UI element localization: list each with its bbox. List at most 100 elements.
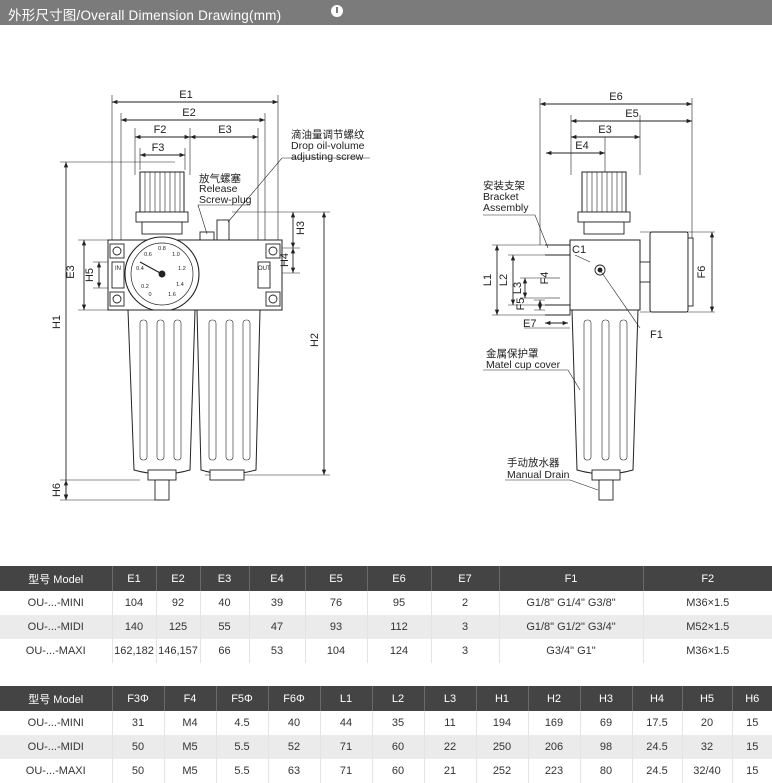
table-cell: 98 bbox=[579, 735, 632, 759]
table-cell: 31 bbox=[111, 711, 164, 735]
section-title: 外形尺寸图/Overall Dimension Drawing(mm) bbox=[8, 8, 282, 23]
table-cell: M5 bbox=[163, 759, 216, 783]
table-cell: 169 bbox=[527, 711, 580, 735]
release-label-cn: 放气螺塞 bbox=[199, 172, 241, 185]
column-header: L3 bbox=[423, 686, 476, 711]
column-header: 型号 Model bbox=[0, 686, 112, 711]
column-header: H6 bbox=[731, 686, 772, 711]
column-header: 型号 Model bbox=[0, 566, 112, 591]
table-row: OU-...-MAXI 50 M5 5.5 63 71 60 21 252 22… bbox=[0, 759, 772, 783]
release-label-en2: Screw-plug bbox=[199, 194, 252, 206]
cup-cover-label-en: Matel cup cover bbox=[486, 359, 561, 371]
info-icon bbox=[331, 5, 343, 17]
dim-L2: L2 bbox=[498, 274, 510, 286]
table-cell: 60 bbox=[371, 735, 424, 759]
table-cell: 39 bbox=[248, 591, 305, 615]
table-cell: 223 bbox=[527, 759, 580, 783]
table-header-row: 型号 Model F3Φ F4 F5Φ F6Φ L1 L2 L3 H1 H2 H… bbox=[0, 686, 772, 711]
table-cell: 4.5 bbox=[215, 711, 268, 735]
table-cell: 112 bbox=[366, 615, 431, 639]
table-cell: 21 bbox=[423, 759, 476, 783]
dim-F5: F5 bbox=[515, 298, 527, 311]
dim-H4: H4 bbox=[279, 253, 291, 267]
table-cell: 44 bbox=[319, 711, 372, 735]
section-header: 外形尺寸图/Overall Dimension Drawing(mm) bbox=[0, 0, 772, 25]
table-cell: 63 bbox=[267, 759, 320, 783]
table-row: OU-...-MINI 104 92 40 39 76 95 2 G1/8" G… bbox=[0, 591, 772, 615]
drain-label-en: Manual Drain bbox=[507, 469, 570, 481]
column-header: E7 bbox=[430, 566, 499, 591]
table-cell: 125 bbox=[155, 615, 200, 639]
table-cell: 22 bbox=[423, 735, 476, 759]
table-row: OU-...-MIDI 140 125 55 47 93 112 3 G1/8"… bbox=[0, 615, 772, 639]
table-cell: OU-...-MAXI bbox=[0, 639, 112, 663]
table-cell: 40 bbox=[199, 591, 249, 615]
column-header: E6 bbox=[366, 566, 431, 591]
table-cell: 50 bbox=[111, 759, 164, 783]
table-cell: 52 bbox=[267, 735, 320, 759]
dimension-drawing: E1 E2 F2 F3 E3 H3 H4 H5 E3 H1 H2 H6 滴油量调… bbox=[51, 89, 715, 501]
table-cell: 5.5 bbox=[215, 759, 268, 783]
table-cell: 47 bbox=[248, 615, 305, 639]
dim-E1: E1 bbox=[179, 89, 192, 101]
table-cell: 3 bbox=[430, 639, 499, 663]
table-cell: M5 bbox=[163, 735, 216, 759]
bracket-label-en1: Bracket bbox=[483, 191, 519, 203]
table-cell: 35 bbox=[371, 711, 424, 735]
port-out-label: OUT bbox=[258, 266, 271, 272]
gauge-tick: 0.8 bbox=[158, 246, 166, 252]
table-cell: 162,182 bbox=[111, 639, 156, 663]
table-cell: OU-...-MIDI bbox=[0, 735, 112, 759]
gauge-tick: 1.4 bbox=[176, 282, 184, 288]
table-cell: 17.5 bbox=[631, 711, 682, 735]
table-cell: OU-...-MIDI bbox=[0, 615, 112, 639]
table-row: OU-...-MINI 31 M4 4.5 40 44 35 11 194 16… bbox=[0, 711, 772, 735]
table-cell: 140 bbox=[111, 615, 156, 639]
dim-F3: F3 bbox=[152, 142, 165, 154]
dimension-table-2: 型号 Model F3Φ F4 F5Φ F6Φ L1 L2 L3 H1 H2 H… bbox=[0, 686, 772, 783]
table-cell: 15 bbox=[731, 735, 772, 759]
dim-E4: E4 bbox=[575, 140, 588, 152]
column-header: E5 bbox=[304, 566, 367, 591]
dim-E3: E3 bbox=[218, 124, 231, 136]
bracket-label-cn: 安装支架 bbox=[483, 179, 525, 192]
dim-H3: H3 bbox=[295, 221, 307, 235]
table-cell: 104 bbox=[111, 591, 156, 615]
table-cell: 250 bbox=[475, 735, 528, 759]
table-row: OU-...-MAXI 162,182 146,157 66 53 104 12… bbox=[0, 639, 772, 663]
dim-H5: H5 bbox=[84, 268, 96, 282]
dim-E5: E5 bbox=[625, 108, 638, 120]
table-cell: G1/8" G1/2" G3/4" bbox=[498, 615, 643, 639]
table-cell: 24.5 bbox=[631, 759, 682, 783]
column-header: E4 bbox=[248, 566, 305, 591]
table-cell: OU-...-MINI bbox=[0, 711, 112, 735]
table-cell: 3 bbox=[430, 615, 499, 639]
dim-H2: H2 bbox=[309, 333, 321, 347]
column-header: H5 bbox=[681, 686, 732, 711]
gauge-tick: 0.2 bbox=[141, 284, 149, 290]
column-header: F6Φ bbox=[267, 686, 320, 711]
side-view bbox=[483, 98, 715, 501]
table-cell: 95 bbox=[366, 591, 431, 615]
drain-label-cn: 手动放水器 bbox=[507, 456, 560, 469]
table-cell: 80 bbox=[579, 759, 632, 783]
column-header: H3 bbox=[579, 686, 632, 711]
table-cell: 60 bbox=[371, 759, 424, 783]
dim-F6: F6 bbox=[696, 266, 708, 279]
drop-oil-label-cn: 滴油量调节螺纹 bbox=[291, 128, 365, 141]
dim-F1: F1 bbox=[650, 329, 663, 341]
gauge-tick: 1.2 bbox=[178, 266, 186, 272]
table-cell: 69 bbox=[579, 711, 632, 735]
table-cell: 5.5 bbox=[215, 735, 268, 759]
table-cell: 92 bbox=[155, 591, 200, 615]
column-header: F2 bbox=[642, 566, 772, 591]
dim-E7: E7 bbox=[523, 318, 536, 330]
dim-E6: E6 bbox=[609, 91, 622, 103]
column-header: H1 bbox=[475, 686, 528, 711]
gauge-tick: 0 bbox=[148, 292, 151, 298]
cup-cover-label-cn: 金属保护罩 bbox=[486, 347, 539, 360]
gauge-tick: 0.4 bbox=[136, 266, 144, 272]
table-cell: 15 bbox=[731, 759, 772, 783]
table-cell: G1/8" G1/4" G3/8" bbox=[498, 591, 643, 615]
column-header: L1 bbox=[319, 686, 372, 711]
